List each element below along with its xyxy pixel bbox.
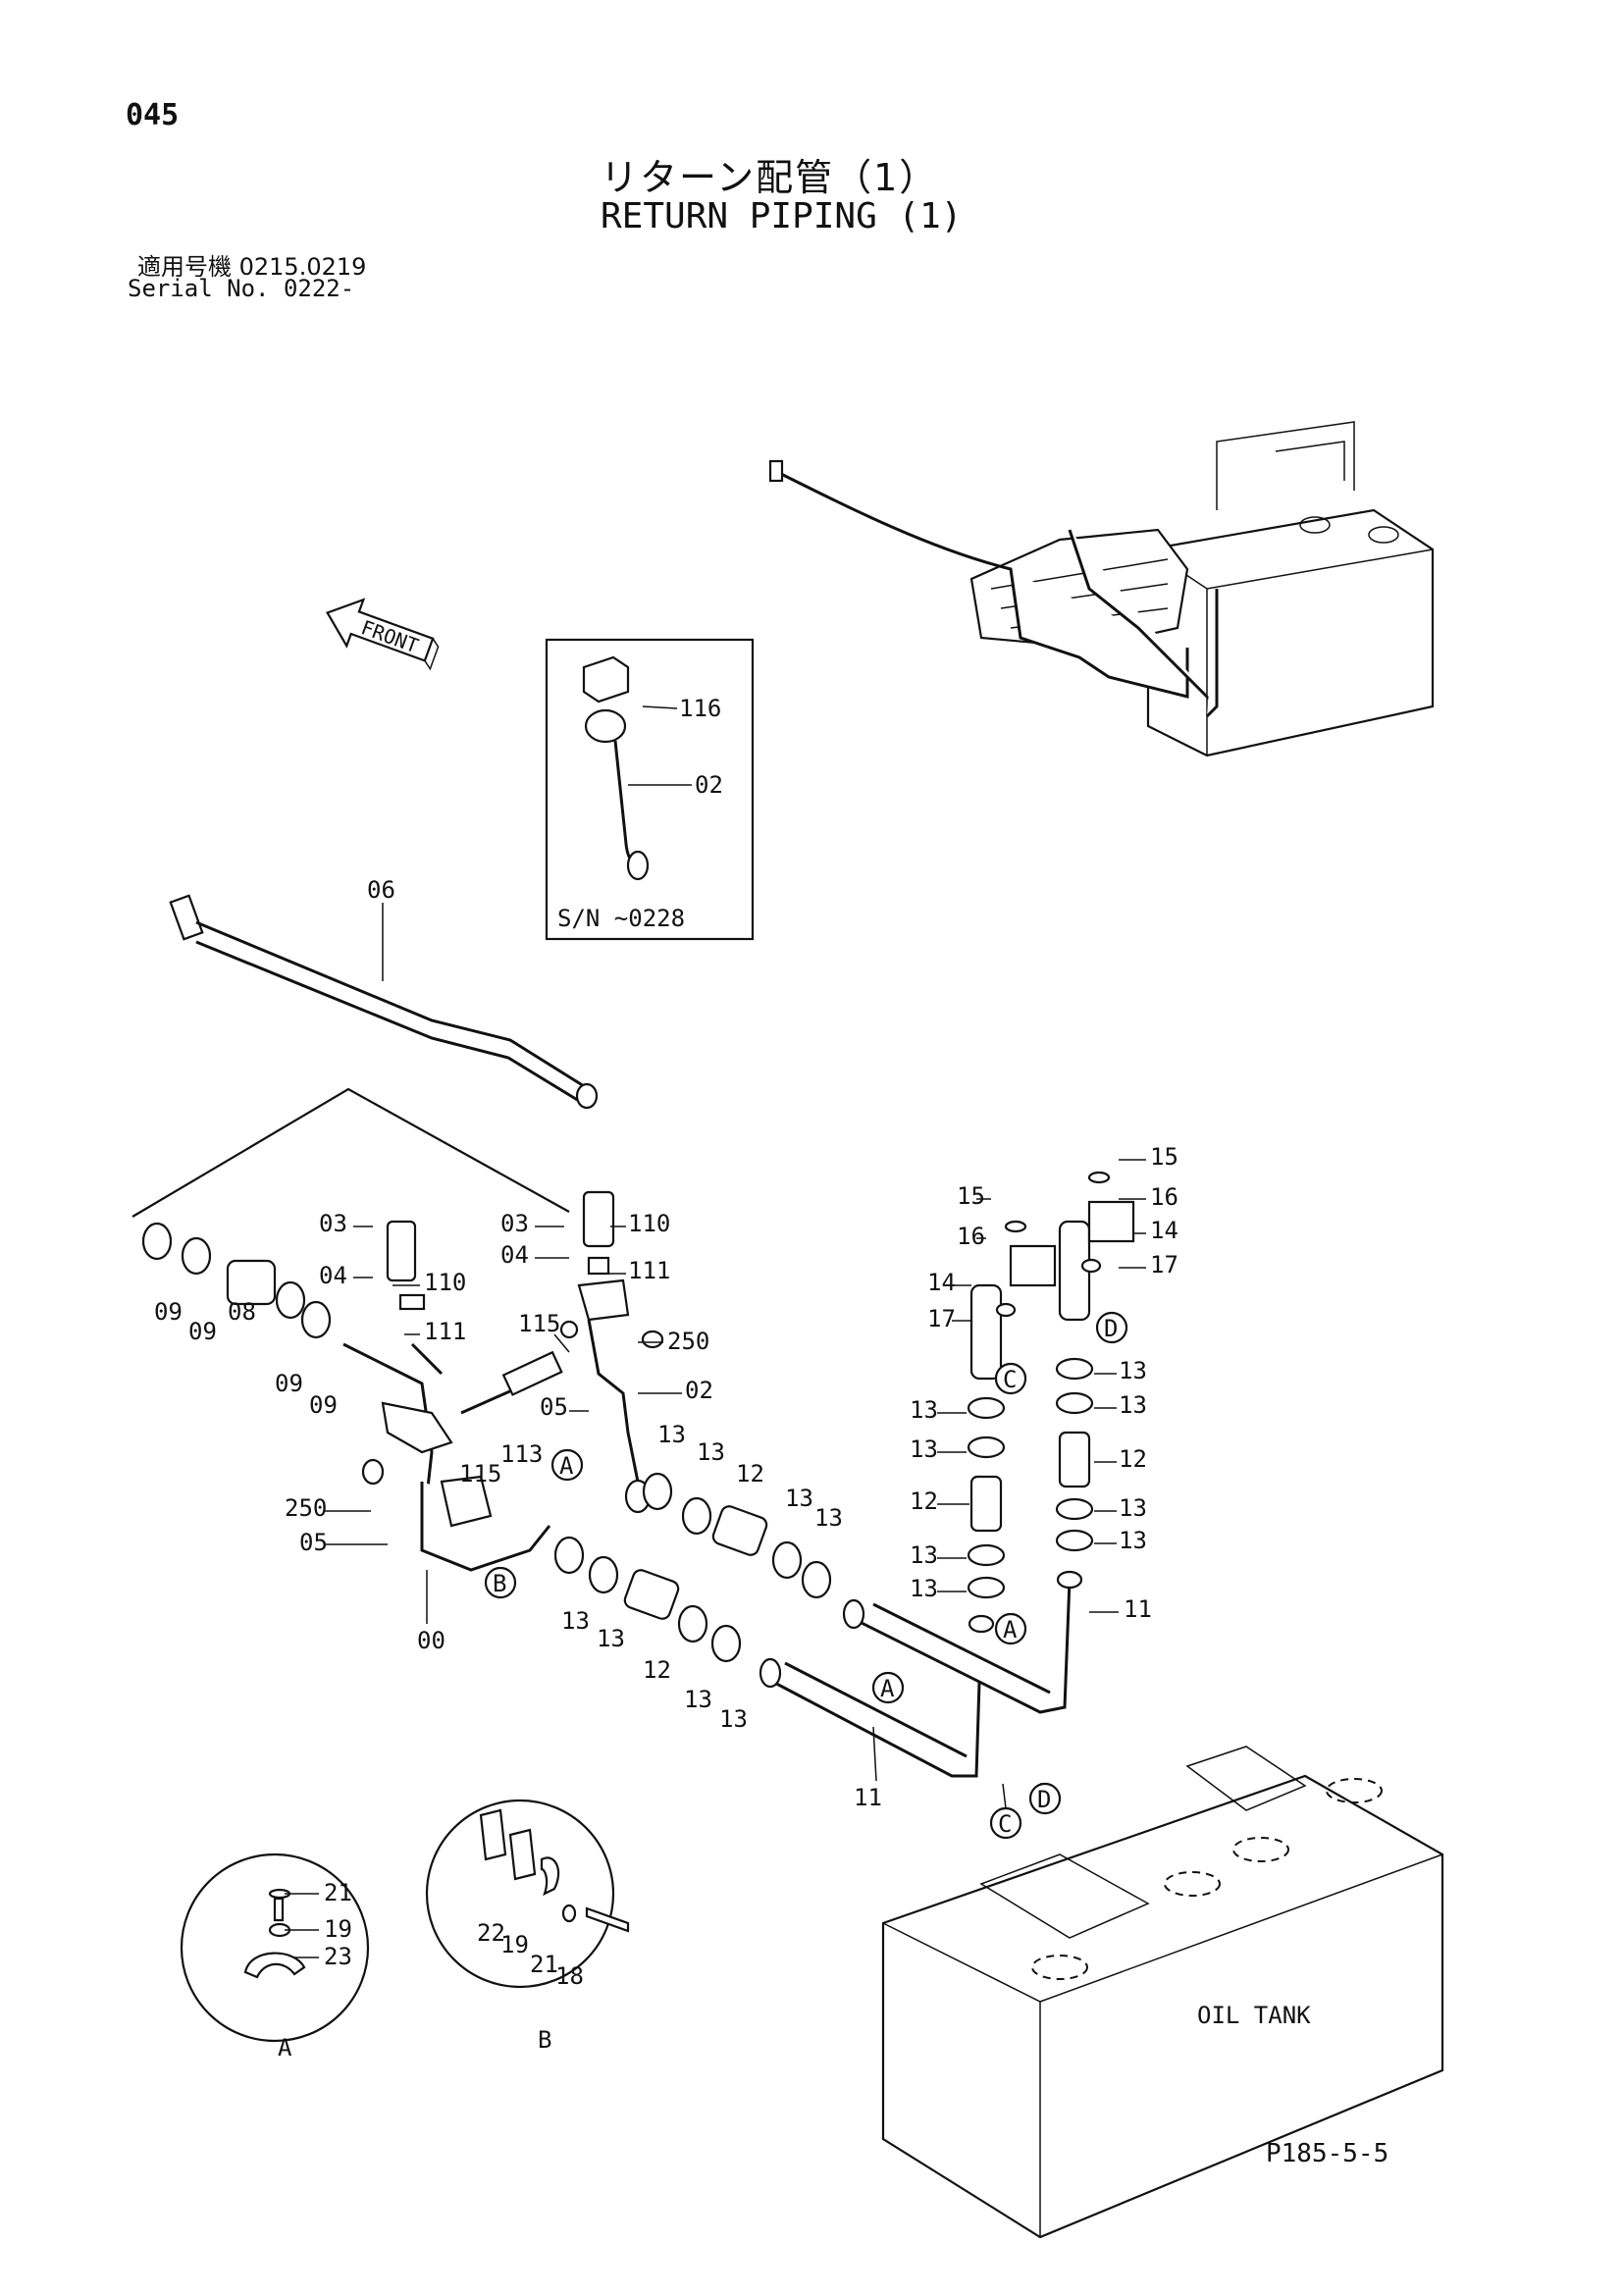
clamp-stack-13 (967, 1357, 1094, 1599)
part-label-22: 19 (500, 1931, 529, 1958)
part-label-23: 22 (477, 1919, 505, 1947)
part-label-09-b: 09 (188, 1318, 217, 1345)
part-label-13-g: 13 (684, 1686, 712, 1713)
part-label-20: 21 (324, 1879, 352, 1906)
part-label-12-d: 12 (910, 1487, 938, 1515)
part-label-03-a: 03 (319, 1210, 347, 1237)
applicable-serial-japanese: 適用号機 0215.0219 (137, 253, 367, 281)
part-label-02: 02 (685, 1377, 713, 1404)
part-label-111-a: 111 (424, 1318, 466, 1345)
part-label-19-b: 21 (530, 1951, 558, 1978)
part-label-115-b: 115 (459, 1460, 501, 1487)
part-label-14-b: 14 (1150, 1217, 1178, 1244)
front-arrow-label: FRONT (358, 615, 422, 657)
part-label-16-b: 16 (1150, 1183, 1178, 1211)
part-label-05-b: 05 (299, 1529, 328, 1556)
callout-c-1: C (1003, 1366, 1017, 1393)
part-label-16-a: 16 (957, 1223, 985, 1250)
main-return-pipe-assembly (141, 1190, 832, 1663)
part-label-115-a: 115 (518, 1310, 560, 1337)
detail-view-a: 21 19 23 A (180, 1852, 370, 2061)
part-label-11-b: 11 (1124, 1595, 1152, 1623)
callout-d-1: D (1104, 1315, 1118, 1342)
elbow-block-assemblies (969, 1171, 1135, 1381)
part-label-111-b: 111 (628, 1257, 670, 1284)
applicable-serial-english: Serial No. 0222- (128, 275, 355, 302)
part-label-19-a: 23 (324, 1943, 352, 1970)
part-label-17-b: 17 (1150, 1251, 1178, 1278)
callout-d-2: D (1037, 1786, 1051, 1813)
part-label-02-inset: 02 (695, 771, 723, 799)
part-label-13-h: 13 (719, 1705, 748, 1733)
part-label-13-n: 13 (910, 1435, 938, 1463)
part-label-17-a: 17 (927, 1305, 956, 1332)
part-label-14-a: 14 (927, 1269, 956, 1296)
part-label-12-c: 12 (1119, 1445, 1147, 1473)
leader-lines (324, 1159, 1146, 1809)
part-label-13-d: 13 (814, 1504, 843, 1532)
part-label-21-a: 19 (324, 1915, 352, 1943)
detail-b-label: B (538, 2026, 551, 2054)
callout-a-3: A (880, 1675, 895, 1702)
part-label-13-c: 13 (785, 1485, 813, 1512)
part-label-04-b: 04 (500, 1241, 529, 1269)
callout-c-2: C (998, 1810, 1012, 1838)
callout-b-1: B (493, 1570, 506, 1597)
part-label-15-a: 15 (957, 1182, 985, 1210)
page-title-english: RETURN PIPING (1) (601, 196, 963, 236)
page-title-japanese: リターン配管（1） (601, 156, 939, 199)
part-label-13-p: 13 (910, 1575, 938, 1602)
part-label-110-b: 110 (628, 1210, 670, 1237)
oil-tank: OIL TANK (881, 1746, 1444, 2239)
part-label-250-a: 250 (667, 1328, 709, 1355)
part-label-12-b: 12 (643, 1656, 671, 1684)
machine-overview-illustration (768, 421, 1435, 757)
page-number: 045 (126, 98, 180, 132)
part-label-13-b: 13 (697, 1438, 725, 1466)
part-label-03-b: 03 (500, 1210, 529, 1237)
part-label-116-inset: 116 (679, 695, 721, 722)
inset-previous-serial: 06 116 02 S/N ~0228 (545, 638, 755, 941)
part-label-05-a: 05 (540, 1393, 568, 1421)
detail-view-b: 22 19 21 18 B (425, 1799, 630, 2054)
page-code: P185-5-5 (1266, 2139, 1389, 2168)
part-label-113: 113 (500, 1440, 543, 1468)
part-label-13-j: 13 (1119, 1391, 1147, 1419)
part-label-250-b: 250 (285, 1494, 327, 1522)
part-label-21-b: 18 (555, 1962, 584, 1990)
callout-a-2: A (1003, 1616, 1018, 1644)
part-label-00: 00 (417, 1627, 445, 1654)
part-label-13-m: 13 (1119, 1527, 1147, 1554)
part-label-09-a: 09 (154, 1298, 183, 1326)
part-label-08: 08 (228, 1298, 256, 1326)
part-number-labels: 06 03 04 110 111 03 04 110 111 115 250 0… (154, 876, 1178, 1811)
part-label-12-a: 12 (736, 1460, 764, 1487)
part-label-110-a: 110 (424, 1269, 466, 1296)
pipe-11-assembly (759, 1570, 1083, 1778)
part-label-13-f: 13 (597, 1625, 625, 1652)
pipe-06 (169, 894, 599, 1110)
part-label-13-k: 13 (910, 1396, 938, 1424)
part-label-11-a: 11 (854, 1784, 882, 1811)
front-direction-arrow: FRONT (326, 598, 440, 671)
inset-serial-label: S/N ~0228 (557, 905, 685, 932)
part-label-04-a: 04 (319, 1262, 347, 1289)
part-label-13-l: 13 (1119, 1494, 1147, 1522)
part-label-09-d: 09 (309, 1391, 338, 1419)
part-label-06: 06 (367, 876, 395, 904)
oil-tank-label: OIL TANK (1197, 2002, 1311, 2029)
part-label-13-e: 13 (561, 1607, 590, 1635)
part-label-13-o: 13 (910, 1541, 938, 1569)
part-label-15-b: 15 (1150, 1143, 1178, 1171)
assembly-outline (131, 1087, 570, 1218)
detail-a-label: A (278, 2034, 292, 2061)
part-label-09-c: 09 (275, 1370, 303, 1397)
part-label-13-a: 13 (657, 1421, 686, 1448)
callout-a-1: A (559, 1452, 574, 1480)
part-label-13-i: 13 (1119, 1357, 1147, 1384)
